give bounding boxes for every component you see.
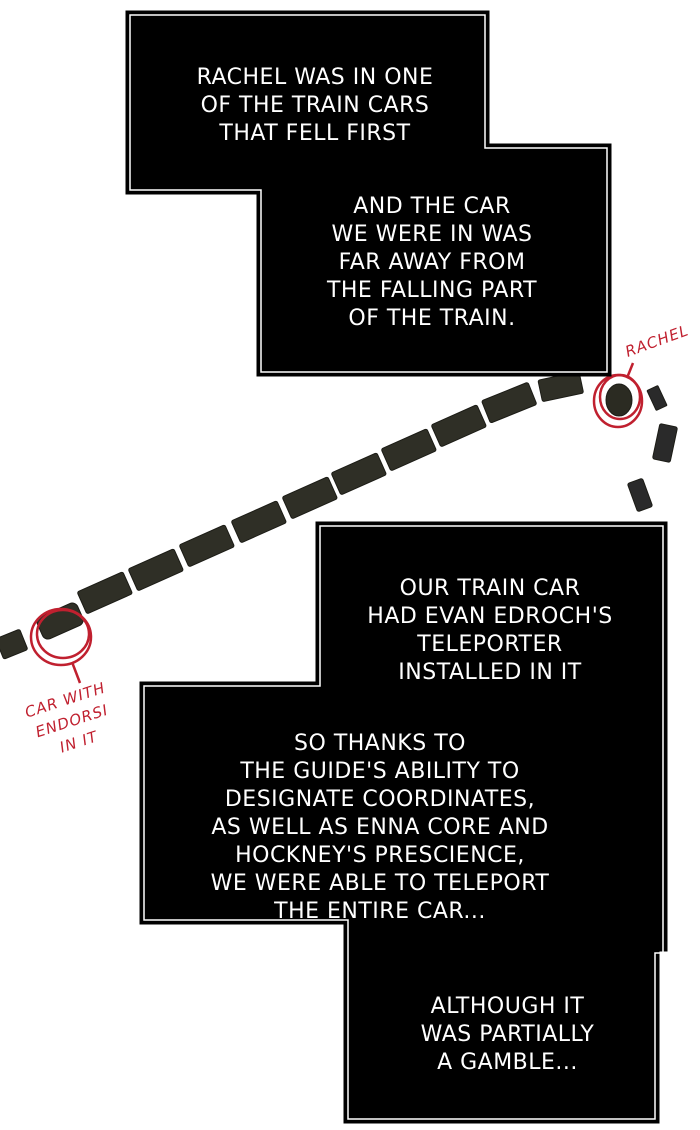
annotation-marks: [29, 362, 644, 684]
rachel-car: [605, 383, 633, 417]
train-cars: [0, 371, 678, 660]
caption-1-bottom: AND THE CAR WE WERE IN WAS FAR AWAY FROM…: [326, 194, 538, 331]
caption-2-top: OUR TRAIN CAR HAD EVAN EDROCH'S TELEPORT…: [367, 576, 613, 685]
caption-2-bottom: ALTHOUGH IT WAS PARTIALLY A GAMBLE...: [420, 994, 595, 1075]
caption-2-middle: SO THANKS TO THE GUIDE'S ABILITY TO DESI…: [210, 731, 550, 924]
caption-1-top: RACHEL WAS IN ONE OF THE TRAIN CARS THAT…: [196, 65, 434, 146]
